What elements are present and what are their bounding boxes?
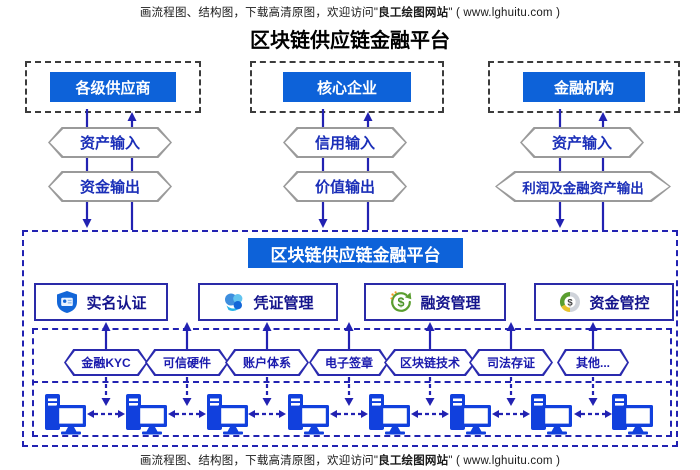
service-voucher-management: 凭证管理 [198,283,338,321]
service-label: 融资管理 [420,294,481,312]
flow-profit-output-financial: 利润及金融资产输出 [495,171,671,202]
actor-box-core-enterprise: 核心企业 [250,61,444,113]
flow-asset-input-financial: 资产输入 [520,127,644,158]
page-title: 区块链供应链金融平台 [250,30,450,52]
flow-credit-input-core: 信用输入 [283,127,407,158]
computer-node-icon [206,393,250,435]
capability-other: 其他... [557,349,629,376]
computer-node-icon [530,393,574,435]
actor-label-financial-institutions: 金融机构 [523,72,645,102]
svg-text:$: $ [568,298,574,309]
footer-note-url: " ( www.lghuitu.com ) [448,455,561,467]
flow-asset-input-suppliers: 资产输入 [48,127,172,158]
service-label: 凭证管理 [253,294,314,312]
flow-funds-output-suppliers: 资金输出 [48,171,172,202]
service-financing-management: $ 融资管理 [364,283,506,321]
header-note-text: 画流程图、结构图，下载高清原图，欢迎访问" [139,7,379,19]
header-brand: 良工绘图网站 [378,7,449,19]
actor-box-suppliers: 各级供应商 [25,61,201,113]
flow-value-output-core: 价值输出 [283,171,407,202]
capability-blockchain-tech: 区块链技术 [384,349,476,376]
capability-e-signature: 电子签章 [309,349,389,376]
voucher-cloud-icon [225,293,243,311]
svg-text:$: $ [398,295,405,309]
actor-label-suppliers: 各级供应商 [50,72,176,102]
computer-node-icon [368,393,412,435]
service-funds-control: $ 资金管控 [534,283,674,321]
footer-note-text: 画流程图、结构图，下载高清原图，欢迎访问" [139,455,379,467]
footer-brand: 良工绘图网站 [378,455,449,467]
service-real-name-auth: 实名认证 [34,283,168,321]
financing-dollar-icon: $ [390,291,412,312]
funds-pie-icon: $ [560,291,581,313]
computer-node-icon [449,393,493,435]
capability-financial-kyc: 金融KYC [64,349,148,376]
platform-title: 区块链供应链金融平台 [248,238,463,268]
service-label: 资金管控 [589,294,650,312]
shield-id-icon [57,291,78,313]
header-note-url: " ( www.lghuitu.com ) [448,7,561,19]
capability-judicial-evidence: 司法存证 [469,349,553,376]
capability-account-system: 账户体系 [225,349,309,376]
platform-container [22,230,678,447]
computer-node-icon [287,393,331,435]
header-note: 画流程图、结构图，下载高清原图，欢迎访问"良工绘图网站" ( www.lghui… [0,4,700,20]
computer-node-icon [44,393,88,435]
capability-network-divider [32,381,672,383]
footer-note: 画流程图、结构图，下载高清原图，欢迎访问"良工绘图网站" ( www.lghui… [0,452,700,468]
actor-box-financial-institutions: 金融机构 [488,61,680,113]
service-label: 实名认证 [86,294,147,312]
capability-trusted-hardware: 可信硬件 [145,349,229,376]
computer-node-icon [125,393,169,435]
computer-node-icon [611,393,655,435]
actor-label-core-enterprise: 核心企业 [283,72,411,102]
